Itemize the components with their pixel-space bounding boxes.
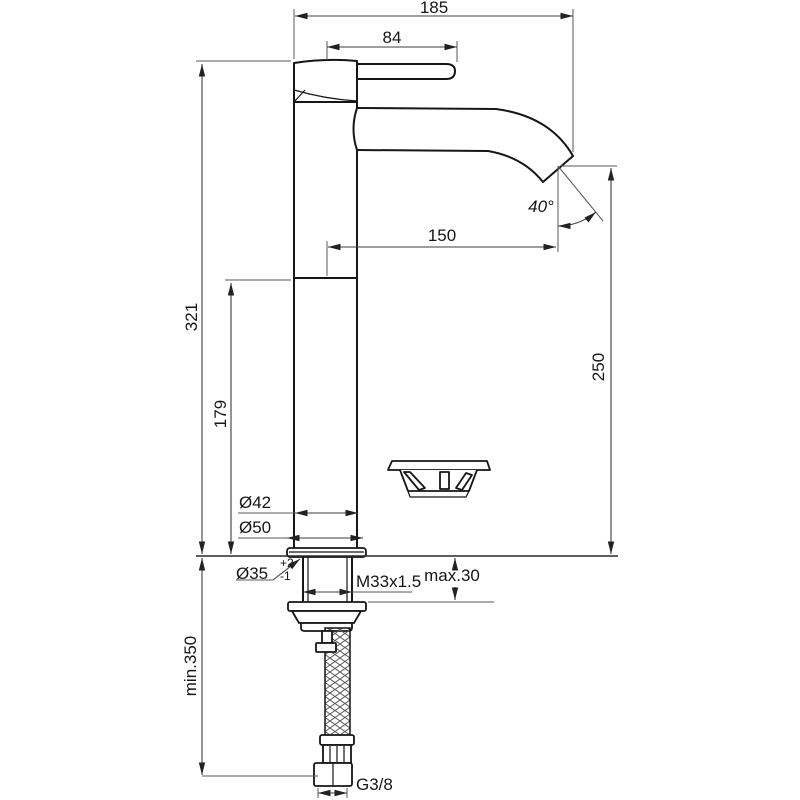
- dimension-hose-length: min.350: [181, 558, 206, 775]
- dim-label-179: 179: [211, 400, 230, 428]
- dimension-hole-diameter: Ø35 +2 -1: [236, 556, 301, 583]
- dim-label-d35: Ø35: [236, 564, 268, 583]
- dimension-outlet-angle: 40°: [528, 197, 597, 230]
- dim-label-m33: M33x1.5: [356, 572, 421, 591]
- spout-top-edge: [356, 107, 574, 157]
- dim-label-185: 185: [420, 0, 448, 17]
- fixing-stud: [321, 630, 333, 644]
- dim-label-150: 150: [428, 226, 456, 245]
- dim-label-g38: G3/8: [356, 775, 393, 794]
- shank-inner-walls: [307, 557, 348, 602]
- plug-strut-right: [455, 472, 473, 491]
- dim-label-d35-tol-plus: +2: [280, 556, 294, 570]
- plug-strut-left: [403, 471, 426, 491]
- spout-root-arc: [352, 107, 358, 151]
- dim-label-d50: Ø50: [239, 518, 271, 537]
- mounting-washer: [287, 601, 367, 612]
- dimension-outlet-height: 250: [589, 168, 615, 554]
- dimension-thread: M33x1.5: [303, 572, 421, 596]
- underdeck-assembly: [287, 556, 367, 787]
- leader-d35-arrow: [272, 558, 301, 581]
- mounting-nut: [291, 610, 362, 624]
- dim-label-250: 250: [589, 353, 608, 381]
- dim-label-d35-tol-minus: -1: [280, 569, 291, 583]
- dimension-body-diameter: Ø42: [238, 493, 358, 517]
- dimension-base-diameter: Ø50: [238, 518, 363, 542]
- shank-outer-walls: [302, 556, 353, 603]
- hose-ferrule-ribs: [329, 746, 345, 762]
- dim-label-min350: min.350: [181, 636, 200, 696]
- plug-cap: [387, 460, 491, 471]
- faucet-outline: [286, 58, 574, 558]
- dimension-deck-thickness: max.30: [424, 558, 480, 600]
- head-skirt-line: [293, 89, 358, 102]
- dim-label-max30: max.30: [424, 566, 480, 585]
- fixing-stud-nut: [315, 642, 337, 653]
- plug-lip: [407, 490, 470, 498]
- drain-plug-detail: [387, 460, 491, 498]
- dimension-total-width: 185: [295, 0, 573, 20]
- angle-arc: [557, 211, 597, 230]
- dimension-handle-length: 84: [327, 28, 457, 51]
- spout-bottom-edge: [356, 149, 544, 183]
- extension-lines: [196, 9, 617, 798]
- dim-label-d42: Ø42: [239, 493, 271, 512]
- dimension-hose-connection: G3/8: [318, 775, 393, 797]
- dim-label-40deg: 40°: [528, 197, 554, 216]
- angle-diagonal-ref: [557, 165, 604, 222]
- head-wedge-line: [293, 89, 306, 103]
- dim-label-84: 84: [383, 28, 402, 47]
- dimension-total-height: 321: [182, 64, 206, 554]
- dim-label-321: 321: [182, 303, 201, 331]
- dimension-spout-reach: 150: [328, 226, 556, 251]
- handle-outline: [356, 63, 456, 80]
- plug-strut-middle: [439, 471, 450, 490]
- dimension-lower-body-height: 179: [211, 283, 235, 554]
- hose-collar: [319, 734, 355, 746]
- head-cap-outline: [293, 58, 358, 103]
